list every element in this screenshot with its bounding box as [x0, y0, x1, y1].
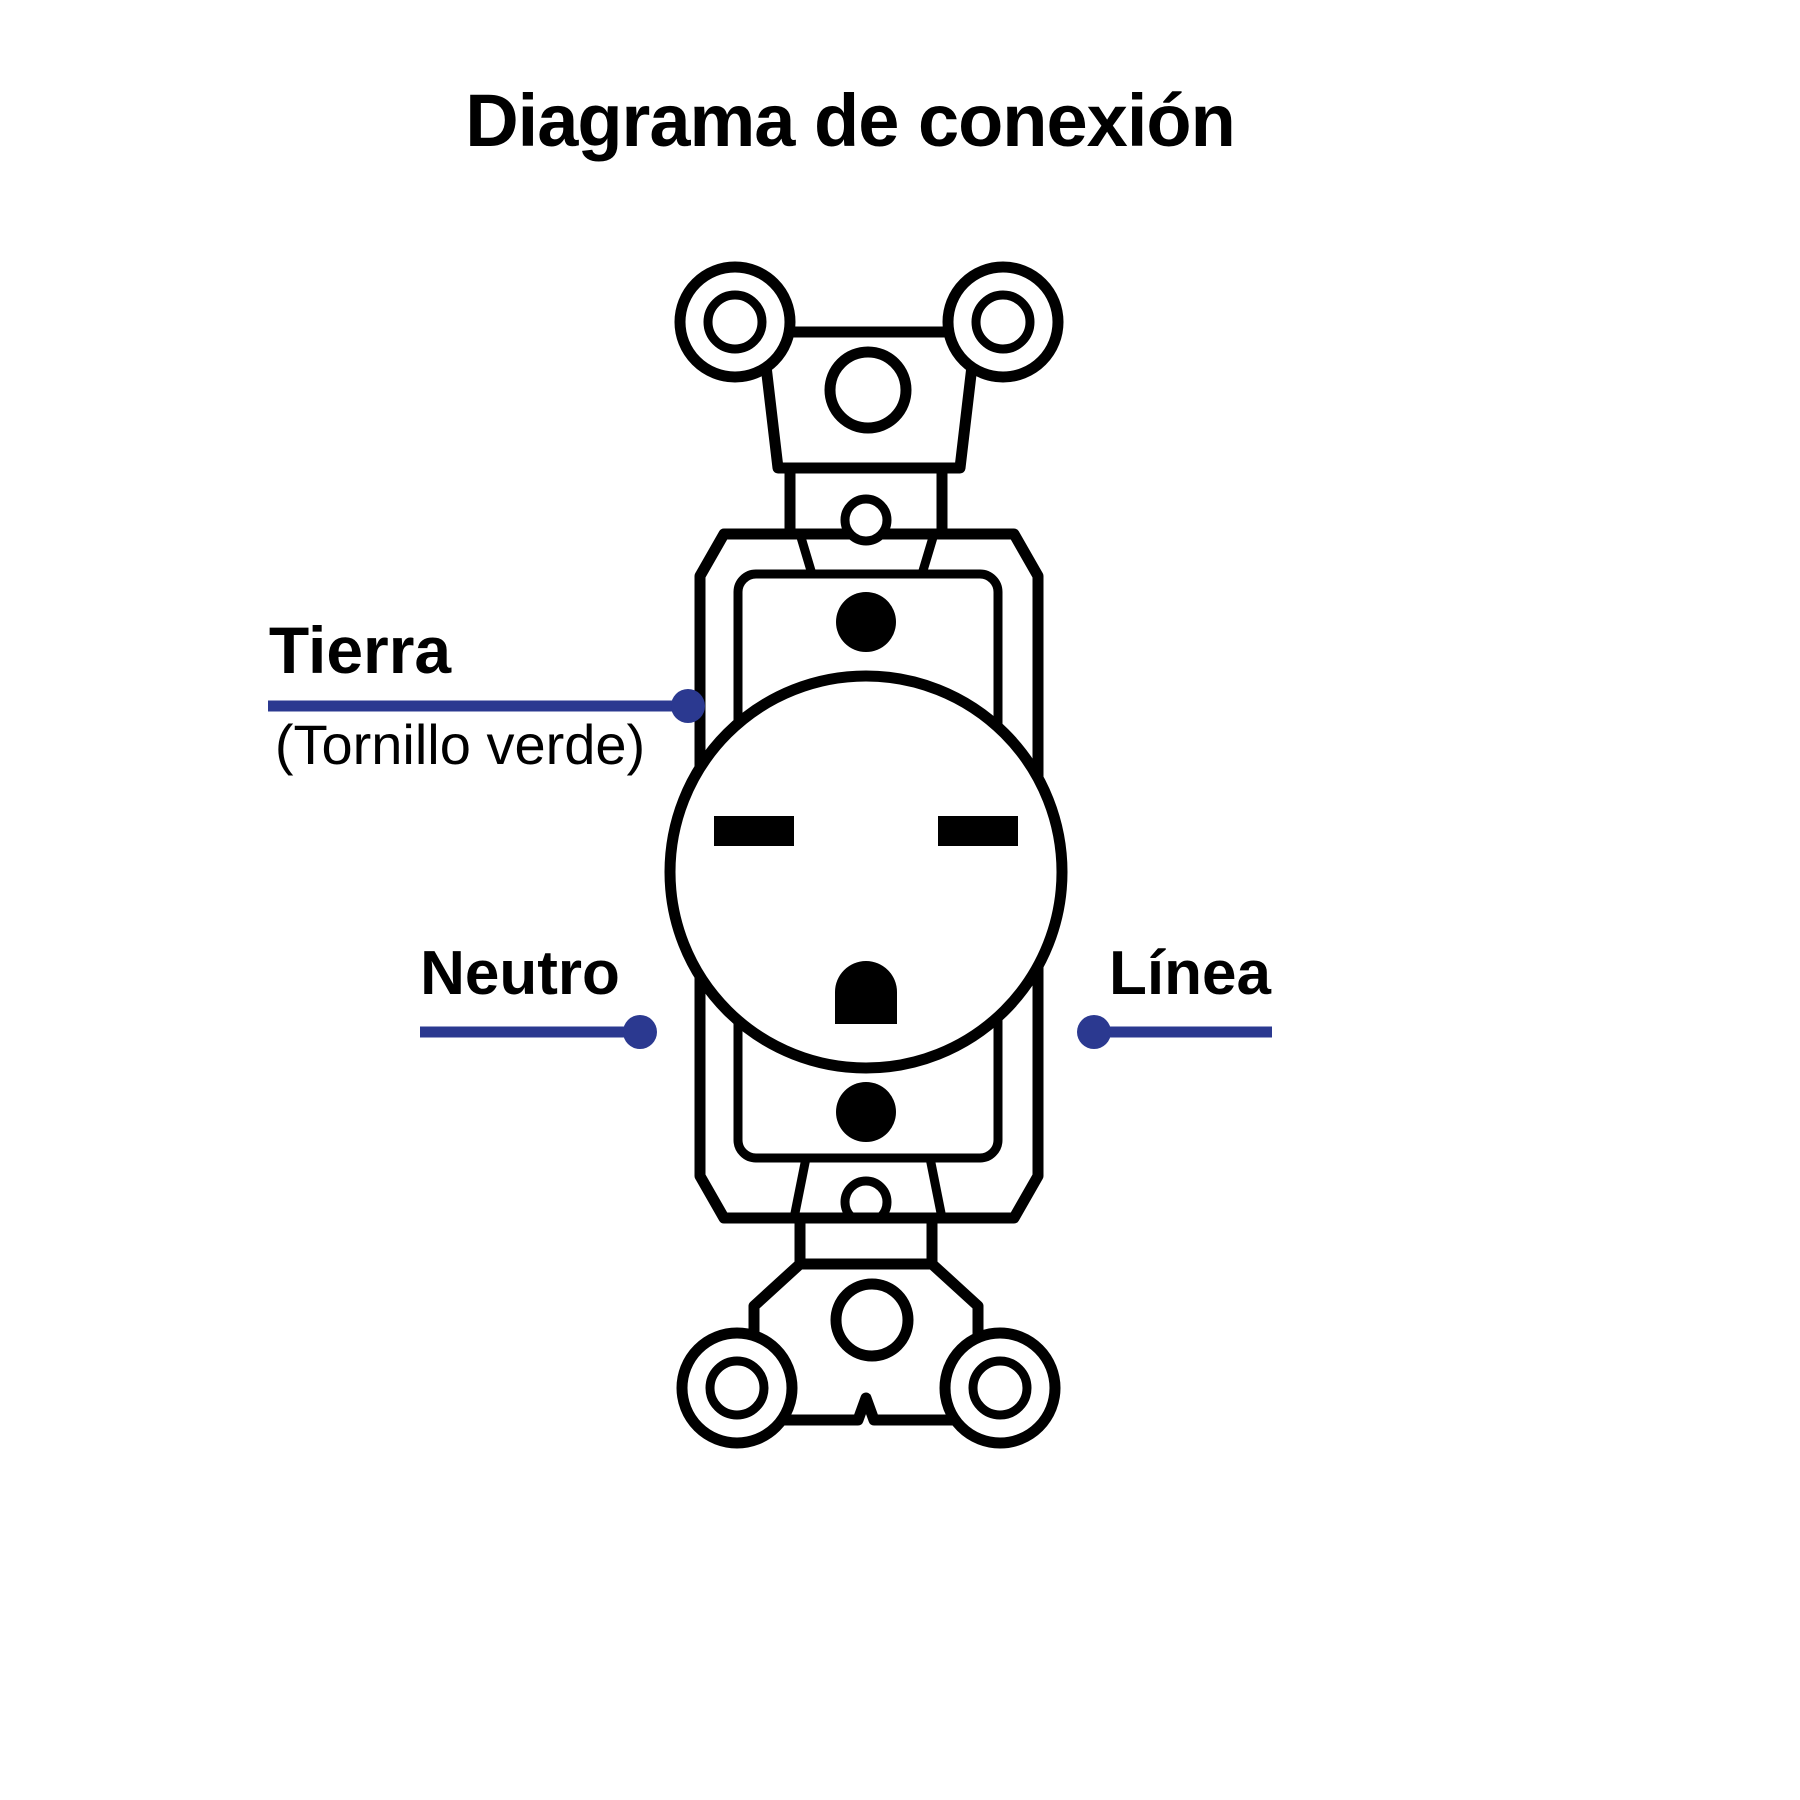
- body-bottom-bevel-left: [789, 1157, 811, 1219]
- diagram-title: Diagrama de conexión: [465, 79, 1236, 162]
- mounting-hole-bottom-left: [705, 1356, 769, 1420]
- body-top-bevel-left: [795, 532, 817, 576]
- face-circle: [664, 670, 1068, 1074]
- callout-leaders: [268, 689, 1272, 1049]
- mounting-hole-top-left: [703, 290, 767, 354]
- terminal-screw-top: [836, 592, 896, 652]
- strap-bottom-center-hole: [830, 1278, 914, 1362]
- mounting-strap-bottom: [676, 1212, 1061, 1449]
- receptacle-face: [664, 670, 1068, 1074]
- slot-right: [938, 816, 1018, 846]
- mounting-hole-bottom-right: [968, 1356, 1032, 1420]
- strap-top-center-hole: [824, 346, 912, 434]
- slot-left: [714, 816, 794, 846]
- label-tierra: Tierra: [268, 613, 452, 687]
- mounting-hole-top-right: [971, 290, 1035, 354]
- body-top-rivet: [840, 494, 892, 546]
- terminal-screw-bottom: [836, 1082, 896, 1142]
- body-bottom-bevel-right: [925, 1157, 947, 1219]
- leader-dot-tierra: [671, 689, 705, 723]
- label-tornillo-verde: (Tornillo verde): [274, 713, 646, 776]
- label-neutro: Neutro: [420, 939, 620, 1008]
- ground-hole: [835, 961, 897, 1024]
- leader-dot-neutro: [623, 1015, 657, 1049]
- mounting-strap-top: [674, 261, 1064, 540]
- leader-dot-linea: [1077, 1015, 1111, 1049]
- label-linea: Línea: [1109, 939, 1271, 1008]
- strap-bottom-neck: [794, 1212, 938, 1270]
- body-top-bevel-right: [917, 532, 939, 576]
